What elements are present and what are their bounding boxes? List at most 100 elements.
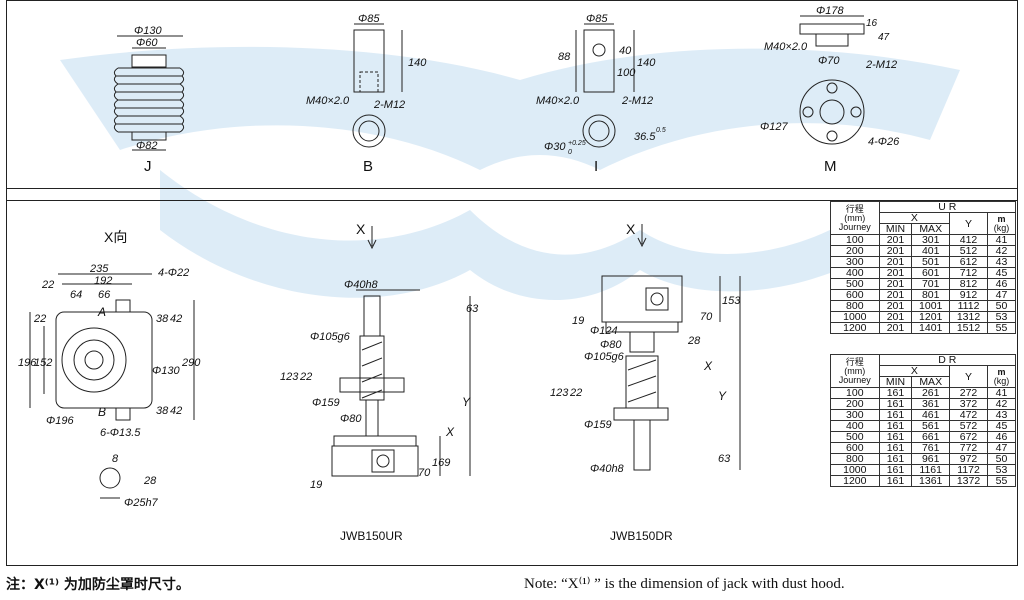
table-cell: 161: [878, 475, 913, 487]
table-cell: 201: [878, 289, 913, 301]
table-cell: 472: [949, 409, 988, 421]
xview-dim-18: Φ196: [46, 415, 74, 427]
table-cell: 261: [911, 387, 951, 399]
xview-dim-20: 8: [112, 453, 119, 465]
dr-dim-5: Φ80: [600, 339, 622, 351]
table-cell: 1112: [949, 300, 988, 312]
note-english: Note: “X⁽¹⁾ ” is the dimension of jack w…: [524, 576, 845, 592]
table-cell: 600: [830, 442, 880, 454]
table-cell: 46: [986, 431, 1017, 443]
table-cell: 1401: [911, 322, 951, 334]
xview-dim-21: 28: [143, 475, 157, 487]
table-cell: 1200: [830, 475, 880, 487]
table-cell: 200: [830, 398, 880, 410]
xview-drawing: [29, 273, 195, 499]
ur-x-label: X: [356, 221, 366, 237]
table-ur-head-unit: (mm): [844, 212, 866, 223]
xview-dim-22: Φ25h7: [124, 497, 159, 509]
table-cell: 972: [949, 453, 988, 465]
xview-dim-5: 66: [98, 289, 111, 301]
table-ur-head-max: MAX: [911, 223, 951, 235]
dim-b-1: Φ85: [358, 13, 380, 25]
table-cell: 100: [830, 234, 880, 246]
table-ur-head-min: MIN: [878, 223, 913, 235]
table-cell: 912: [949, 289, 988, 301]
xview-dim-19: 6-Φ13.5: [100, 427, 141, 439]
table-dr-title: D R: [878, 354, 1017, 366]
section-divider-2: [6, 200, 1018, 201]
table-cell: 1372: [949, 475, 988, 487]
table-cell: 201: [878, 311, 913, 323]
dim-i-5: 140: [637, 57, 656, 69]
table-cell: 272: [949, 387, 988, 399]
note-chinese: 注：X⁽¹⁾ 为加防尘罩时尺寸。: [6, 577, 190, 593]
table-cell: 161: [878, 398, 913, 410]
ur-dim-10: 169: [432, 457, 450, 469]
table-cell: 800: [830, 300, 880, 312]
table-ur-stroke-header: 行程 (mm) Journey: [830, 201, 880, 235]
table-cell: 300: [830, 256, 880, 268]
table-cell: 55: [986, 322, 1017, 334]
ur-dim-3: Φ105g6: [310, 331, 351, 343]
table-dr-head-m-label: m: [997, 366, 1006, 377]
dr-dim-1: 153: [722, 295, 741, 307]
table-cell: 50: [986, 300, 1017, 312]
table-cell: 161: [878, 387, 913, 399]
view-label-i: I: [594, 158, 598, 175]
table-cell: 400: [830, 420, 880, 432]
table-cell: 672: [949, 431, 988, 443]
dim-m-8: 4-Φ26: [868, 136, 900, 148]
dr-dim-10: 123: [550, 387, 569, 399]
ur-dim-7: Φ80: [340, 413, 362, 425]
dim-m-7: Φ127: [760, 121, 788, 133]
table-cell: 800: [830, 453, 880, 465]
table-cell: 961: [911, 453, 951, 465]
dim-j-2: Φ60: [136, 37, 158, 49]
table-cell: 501: [911, 256, 951, 268]
dr-caption: JWB150DR: [610, 529, 673, 543]
dr-dim-8: X: [703, 359, 713, 373]
table-cell: 55: [986, 475, 1017, 487]
dim-m-6: 2-M12: [865, 59, 897, 71]
dim-i-10: 0: [568, 149, 572, 156]
xview-dim-17: 42: [170, 405, 182, 417]
table-cell: 161: [878, 420, 913, 432]
table-cell: 1512: [949, 322, 988, 334]
table-dr-head-m: m(kg): [986, 365, 1017, 388]
dim-i-2: 88: [558, 51, 571, 63]
table-cell: 561: [911, 420, 951, 432]
ur-dim-8: X: [445, 425, 455, 439]
dr-dim-6: 28: [687, 335, 701, 347]
detail-views: Φ130 Φ60 Φ82 J Φ85 140 M40×2.0 2-M12 B Φ…: [113, 5, 900, 175]
ur-dim-1: Φ40h8: [344, 279, 379, 291]
dim-i-11: 36.5: [634, 131, 656, 143]
view-b: [352, 23, 403, 148]
view-label-j: J: [144, 158, 152, 175]
dim-j-3: Φ82: [136, 140, 157, 152]
table-cell: 1312: [949, 311, 988, 323]
table-cell: 512: [949, 245, 988, 257]
xview-dim-11: 42: [170, 313, 182, 325]
table-dr-stroke-header: 行程 (mm) Journey: [830, 354, 880, 388]
table-cell: 372: [949, 398, 988, 410]
table-cell: 45: [986, 420, 1017, 432]
xview-dim-10: 38: [156, 313, 169, 325]
xview-dim-14: Φ130: [152, 365, 180, 377]
table-cell: 500: [830, 278, 880, 290]
table-ur-head-journey: Journey: [838, 221, 871, 232]
table-cell: 600: [830, 289, 880, 301]
table-cell: 1201: [911, 311, 951, 323]
table-cell: 401: [911, 245, 951, 257]
table-dr-head-min: MIN: [878, 376, 913, 388]
table-dr-head-max: MAX: [911, 376, 951, 388]
dr-dim-12: Φ159: [584, 419, 612, 431]
table-cell: 43: [986, 409, 1017, 421]
table-dr-head-journey: Journey: [838, 374, 871, 385]
